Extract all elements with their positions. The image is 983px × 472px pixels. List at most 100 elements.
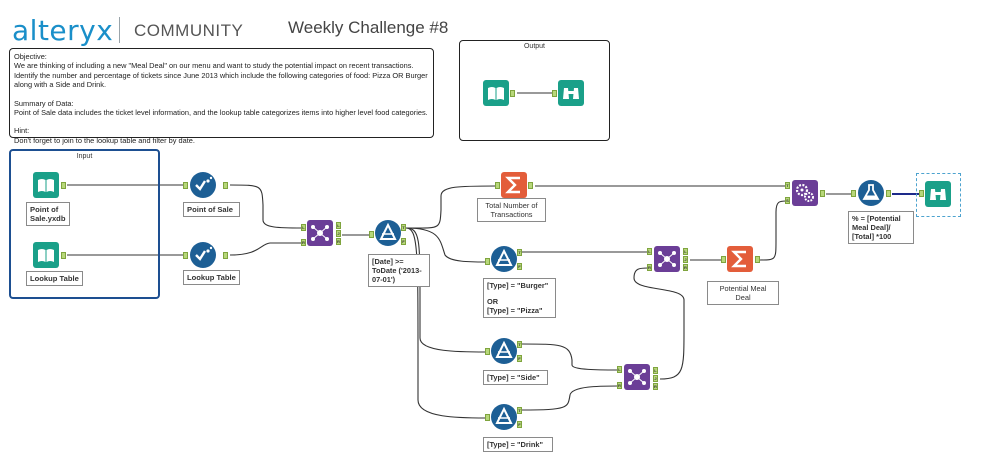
filter-burger-line: [Type] = "Burger" — [487, 281, 549, 290]
input-container-title: Input — [76, 153, 93, 160]
filter-false-anchor[interactable]: F — [517, 355, 522, 362]
filter-icon — [375, 220, 401, 246]
binoculars-icon — [925, 181, 951, 207]
input-container[interactable]: Input — [9, 149, 160, 299]
join-meal-tool[interactable] — [654, 246, 680, 272]
input-anchor[interactable] — [183, 182, 188, 189]
join-right-input-anchor[interactable]: R — [301, 239, 306, 246]
output-anchor[interactable] — [510, 90, 515, 97]
filter-side-tool[interactable] — [491, 338, 517, 364]
join-left-input-anchor[interactable]: L — [617, 366, 622, 373]
join-left-output-anchor[interactable]: L — [336, 222, 341, 229]
join-left-output-anchor[interactable]: L — [653, 367, 658, 374]
filter-true-anchor[interactable]: T — [517, 249, 522, 256]
input-anchor[interactable] — [495, 182, 500, 189]
append-fields-tool[interactable] — [792, 180, 818, 206]
join-icon — [307, 220, 333, 246]
join-left-input-anchor[interactable]: L — [647, 248, 652, 255]
join-right-output-anchor[interactable]: R — [336, 238, 341, 245]
filter-true-anchor[interactable]: T — [517, 341, 522, 348]
connection-filter-side-to-join3 — [521, 343, 619, 371]
input-anchor[interactable] — [183, 252, 188, 259]
select-lookup-table-label: Lookup Table — [183, 270, 240, 285]
summarize-meal-deal-label: Potential Meal Deal — [707, 281, 779, 305]
select-checkmark-icon — [190, 172, 216, 198]
output-container[interactable]: Output — [459, 40, 610, 141]
connection-date-filter-to-filter-burger — [405, 227, 487, 263]
join-right-input-anchor[interactable]: R — [647, 264, 652, 271]
input-lookup-table-tool[interactable] — [33, 242, 59, 268]
output-anchor[interactable] — [223, 182, 228, 189]
challenge-title: Weekly Challenge #8 — [288, 18, 449, 37]
input-lookup-table-label: Lookup Table — [26, 271, 83, 286]
summary-line: Point of Sale data includes the ticket l… — [14, 108, 428, 118]
summarize-meal-deal-tool[interactable] — [727, 246, 753, 272]
hint-heading: Hint: — [14, 126, 30, 136]
join-tool[interactable] — [307, 220, 333, 246]
join-icon — [624, 364, 650, 390]
filter-false-anchor[interactable]: F — [517, 421, 522, 428]
input-anchor[interactable] — [552, 90, 557, 97]
output-anchor[interactable] — [528, 182, 533, 189]
connection-join3-to-join2-right — [633, 267, 685, 380]
output-anchor[interactable] — [820, 190, 825, 197]
summarize-total-tool[interactable] — [501, 172, 527, 198]
connection-date-filter-to-filter-side — [405, 227, 487, 353]
connection-summarize-meal-to-append — [759, 200, 787, 261]
summary-heading: Summary of Data: — [14, 98, 74, 108]
binoculars-icon — [558, 80, 584, 106]
join-right-input-anchor[interactable]: R — [617, 382, 622, 389]
output-anchor[interactable] — [61, 252, 66, 259]
output-input-data-tool[interactable] — [483, 80, 509, 106]
join-join-output-anchor[interactable]: J — [683, 256, 688, 263]
connection-date-filter-to-summarize-total — [405, 185, 497, 229]
output-anchor[interactable] — [61, 182, 66, 189]
join-left-input-anchor[interactable]: L — [301, 224, 306, 231]
input-anchor[interactable] — [919, 190, 924, 197]
append-source-anchor[interactable]: S — [785, 197, 790, 204]
filter-false-anchor[interactable]: F — [517, 263, 522, 270]
input-anchor[interactable] — [485, 348, 490, 355]
date-filter-tool[interactable] — [375, 220, 401, 246]
flask-icon — [858, 180, 884, 206]
filter-burger-pizza-expression: [Type] = "Burger" OR [Type] = "Pizza" — [483, 278, 556, 318]
input-point-of-sale-tool[interactable] — [33, 172, 59, 198]
input-anchor[interactable] — [485, 414, 490, 421]
join-side-drink-tool[interactable] — [624, 364, 650, 390]
output-anchor[interactable] — [755, 256, 760, 263]
input-anchor[interactable] — [851, 190, 856, 197]
output-anchor[interactable] — [886, 190, 891, 197]
input-anchor[interactable] — [721, 256, 726, 263]
formula-expression: % = [Potential Meal Deal]/ [Total] *100 — [848, 211, 914, 244]
filter-true-anchor[interactable]: T — [401, 224, 406, 231]
append-target-anchor[interactable]: T — [785, 182, 790, 189]
filter-icon — [491, 246, 517, 272]
join-right-output-anchor[interactable]: R — [653, 383, 658, 390]
filter-icon — [491, 404, 517, 430]
select-point-of-sale-tool[interactable] — [190, 172, 216, 198]
join-join-output-anchor[interactable]: J — [653, 375, 658, 382]
header-divider — [119, 17, 120, 43]
join-right-output-anchor[interactable]: R — [683, 264, 688, 271]
select-lookup-table-tool[interactable] — [190, 242, 216, 268]
connection-filter-drink-to-join3 — [521, 385, 619, 411]
book-icon — [33, 172, 59, 198]
input-anchor[interactable] — [485, 258, 490, 265]
alteryx-logo: alteryx — [12, 14, 114, 47]
filter-false-anchor[interactable]: F — [401, 238, 406, 245]
formula-tool[interactable] — [858, 180, 884, 206]
output-anchor[interactable] — [223, 252, 228, 259]
filter-burger-pizza-tool[interactable] — [491, 246, 517, 272]
hint-line: Don't forget to join to the lookup table… — [14, 135, 195, 145]
join-left-output-anchor[interactable]: L — [683, 248, 688, 255]
book-icon — [483, 80, 509, 106]
browse-results-tool[interactable] — [925, 181, 951, 207]
challenge-description-box[interactable]: Objective: We are thinking of including … — [9, 48, 434, 145]
join-icon — [654, 246, 680, 272]
output-browse-tool[interactable] — [558, 80, 584, 106]
filter-true-anchor[interactable]: T — [517, 407, 522, 414]
filter-drink-tool[interactable] — [491, 404, 517, 430]
join-join-output-anchor[interactable]: J — [336, 230, 341, 237]
input-anchor[interactable] — [369, 231, 374, 238]
